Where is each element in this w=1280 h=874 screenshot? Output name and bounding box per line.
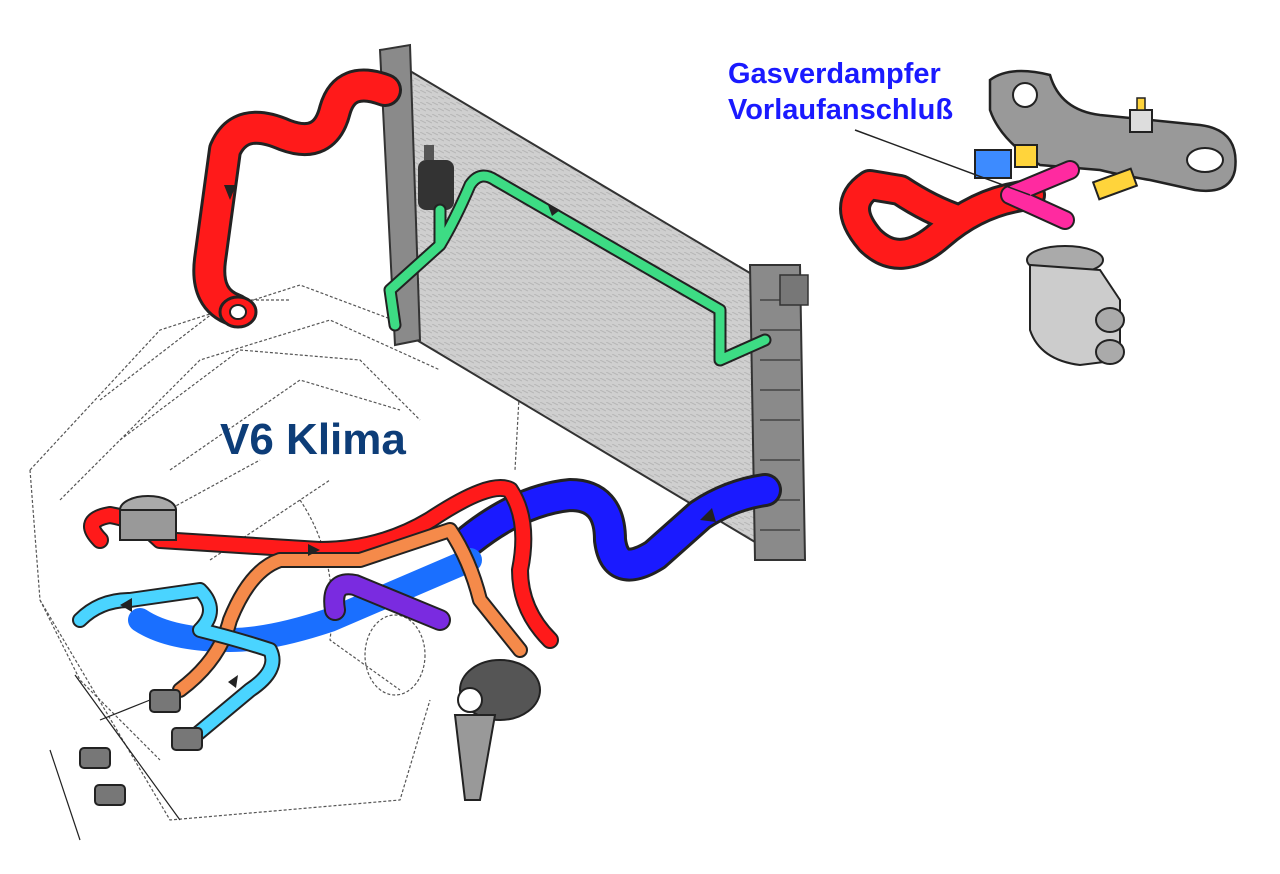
receiver-drier (418, 145, 454, 210)
flow-arrows (120, 185, 716, 688)
fitting-guide-lines (49, 674, 181, 841)
gas-evaporator-assembly (974, 69, 1237, 201)
thermostat-housing (119, 495, 177, 541)
callout-leader-line (854, 129, 1031, 196)
return-hose-lower (128, 548, 482, 653)
pipe-fittings (79, 689, 203, 806)
supply-connection-label: Vorlaufanschluß (728, 94, 954, 126)
heater-valve (453, 659, 541, 801)
system-title: V6 Klima (220, 415, 406, 464)
gas-evaporator-label: Gasverdampfer (728, 58, 941, 90)
gas-evaporator-thermostat (1026, 245, 1125, 367)
gas-evaporator-callout: Gasverdampfer Vorlaufanschluß (728, 56, 953, 128)
